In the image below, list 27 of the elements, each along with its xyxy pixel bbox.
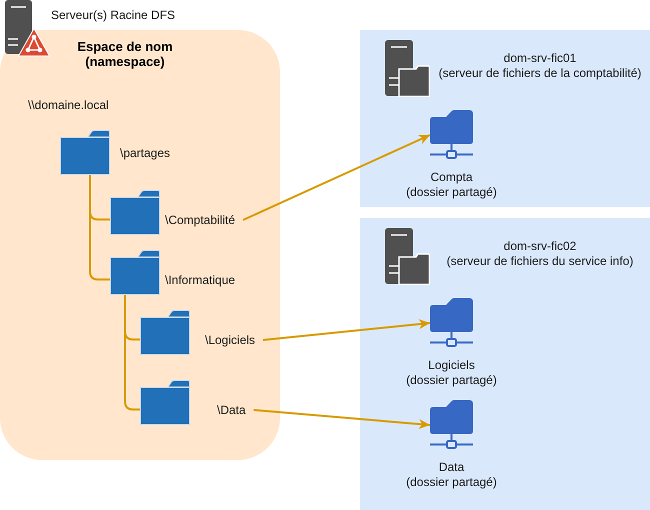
arrow xyxy=(254,409,430,430)
server-panel xyxy=(360,30,650,207)
network-folder-icon xyxy=(430,298,473,348)
server-panel xyxy=(360,218,650,510)
folder-label: \Comptabilité xyxy=(165,213,236,227)
server-description: (serveur de fichiers du service info) xyxy=(446,254,634,269)
folder-label: \partages xyxy=(120,146,170,160)
folder-caption: (dossier partagé) xyxy=(405,373,498,388)
server-description: (serveur de fichiers de la comptabilité) xyxy=(438,66,642,81)
folder-caption: (dossier partagé) xyxy=(405,475,498,490)
folder-label: \Logiciels xyxy=(205,333,256,347)
folder-label: \Data xyxy=(217,403,246,417)
namespace-panel xyxy=(0,30,280,460)
folder-caption: Logiciels xyxy=(427,358,476,373)
domain-label: \\domaine.local xyxy=(28,98,109,112)
tree-line xyxy=(89,175,110,280)
server-label: Serveur(s) Racine DFS xyxy=(51,8,176,22)
folder-caption: (dossier partagé) xyxy=(405,185,498,200)
folder-caption: Compta xyxy=(429,170,474,185)
server-name: dom-srv-fic02 xyxy=(502,239,578,254)
folder-label: \Informatique xyxy=(165,273,236,287)
server-name: dom-srv-fic01 xyxy=(502,51,578,66)
network-folder-icon xyxy=(430,400,473,450)
arrow xyxy=(242,134,430,221)
network-folder-icon xyxy=(430,110,473,160)
folder-caption: Data xyxy=(438,460,466,475)
panel-heading: Espace de nom (namespace) xyxy=(76,39,174,69)
